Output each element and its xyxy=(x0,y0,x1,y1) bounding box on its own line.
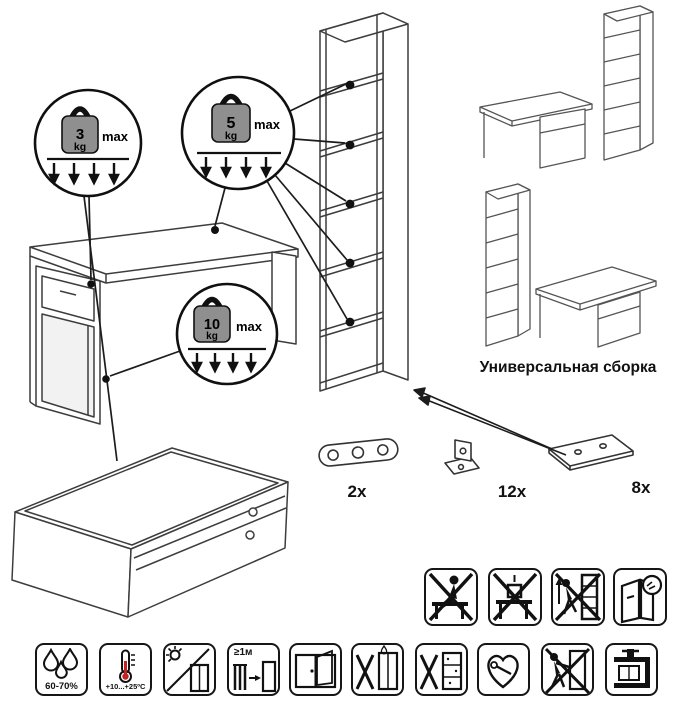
no-sitting-icon xyxy=(428,572,474,622)
no-direct-sunlight-icon xyxy=(166,646,210,693)
pictogram-no-direct-sunlight xyxy=(163,643,216,696)
press-clamp-icon xyxy=(614,649,650,688)
no-climbing-icon xyxy=(554,572,602,622)
pictogram-careful-handling xyxy=(477,643,530,696)
hardware-pointer-arrows xyxy=(413,387,567,456)
humidity-drops-icon xyxy=(42,647,79,679)
pictogram-temperature: +10...+25ºC xyxy=(99,643,152,696)
drawer-rail xyxy=(135,507,287,571)
variant-desk-right xyxy=(479,91,593,169)
bookshelf-top xyxy=(319,12,409,43)
drawer-screw xyxy=(245,530,255,540)
weight-unit: kg xyxy=(206,331,218,342)
pictogram-no-solvents xyxy=(415,643,468,696)
pictogram-no-climbing xyxy=(551,568,605,626)
bookshelf-illustration xyxy=(319,12,409,392)
weight-value: 10 xyxy=(204,317,220,333)
drawer-rim-inner xyxy=(24,451,279,546)
weight-value: 3 xyxy=(76,126,84,143)
assembly-variants: Универсальная сборка xyxy=(479,5,657,376)
variant-shelf-mid-right xyxy=(485,183,531,347)
pictogram-pinch-warning xyxy=(613,568,667,626)
drawer-screw xyxy=(248,507,258,517)
thermometer-icon xyxy=(119,649,135,683)
humidity-label: 60-70% xyxy=(45,680,78,692)
load-arrows xyxy=(200,157,272,179)
pointer-lines xyxy=(83,83,348,462)
pictogram-no-dragging xyxy=(541,643,594,696)
connector-plate xyxy=(318,438,399,467)
load-arrows xyxy=(48,163,120,186)
heater-distance-icon xyxy=(233,660,277,693)
max-label: max xyxy=(254,117,281,132)
shelf-bracket-qty: 12x xyxy=(498,482,527,501)
pictogram-no-heavy-load xyxy=(488,568,542,626)
mounting-plate-qty: 8x xyxy=(632,478,651,497)
pictogram-ventilation xyxy=(289,643,342,696)
no-solvents-icon xyxy=(419,651,463,691)
mounting-plate xyxy=(548,434,634,471)
max-label: max xyxy=(102,129,129,144)
desk-drawer-front xyxy=(41,275,95,322)
variant-shelf-top-right xyxy=(603,5,654,161)
kettlebell-body-icon xyxy=(211,103,251,143)
shelf-bracket xyxy=(444,439,480,475)
hardware-parts: 2x 12x 8x xyxy=(318,387,651,501)
desk-illustration xyxy=(29,222,299,425)
pinch-warning-icon xyxy=(620,574,663,624)
connector-plate-qty: 2x xyxy=(348,482,367,501)
weight-unit: kg xyxy=(74,141,86,153)
temperature-label: +10...+25ºC xyxy=(105,681,146,691)
no-dragging-icon xyxy=(544,647,591,694)
no-wet-cleaning-icon xyxy=(355,645,399,691)
no-heavy-load-icon xyxy=(492,572,538,622)
careful-handling-icon xyxy=(487,654,519,689)
kettlebell-body-icon xyxy=(61,115,99,154)
drawer-illustration xyxy=(11,447,289,618)
open-window-icon xyxy=(294,649,337,689)
max-label: max xyxy=(236,319,263,334)
weight-value: 5 xyxy=(227,115,236,132)
desk-open-compartment xyxy=(41,313,95,418)
weight-limit-5kg: 5 kg max xyxy=(180,75,296,191)
weight-unit: kg xyxy=(225,130,237,142)
weight-limit-10kg: 10 kg max xyxy=(175,282,279,386)
desk-top xyxy=(29,222,299,275)
pictogram-press-assembly xyxy=(605,643,658,696)
pictogram-no-wet-cleaning xyxy=(351,643,404,696)
kettlebell-body-icon xyxy=(193,305,231,343)
drawer-rail xyxy=(133,495,286,559)
pointer-dots xyxy=(87,80,355,383)
pictogram-humidity: 60-70% xyxy=(35,643,88,696)
bookshelf-side xyxy=(382,12,409,381)
pictogram-no-sitting xyxy=(424,568,478,626)
pictogram-heater-distance: ≥1м xyxy=(227,643,280,696)
load-arrows xyxy=(191,353,257,374)
heater-distance-label: ≥1м xyxy=(234,647,253,658)
universal-assembly-label: Универсальная сборка xyxy=(480,359,657,376)
variant-corner-desk xyxy=(535,266,657,348)
weight-limit-3kg: 3 kg max xyxy=(33,88,143,198)
drawer-right-face xyxy=(127,481,289,618)
